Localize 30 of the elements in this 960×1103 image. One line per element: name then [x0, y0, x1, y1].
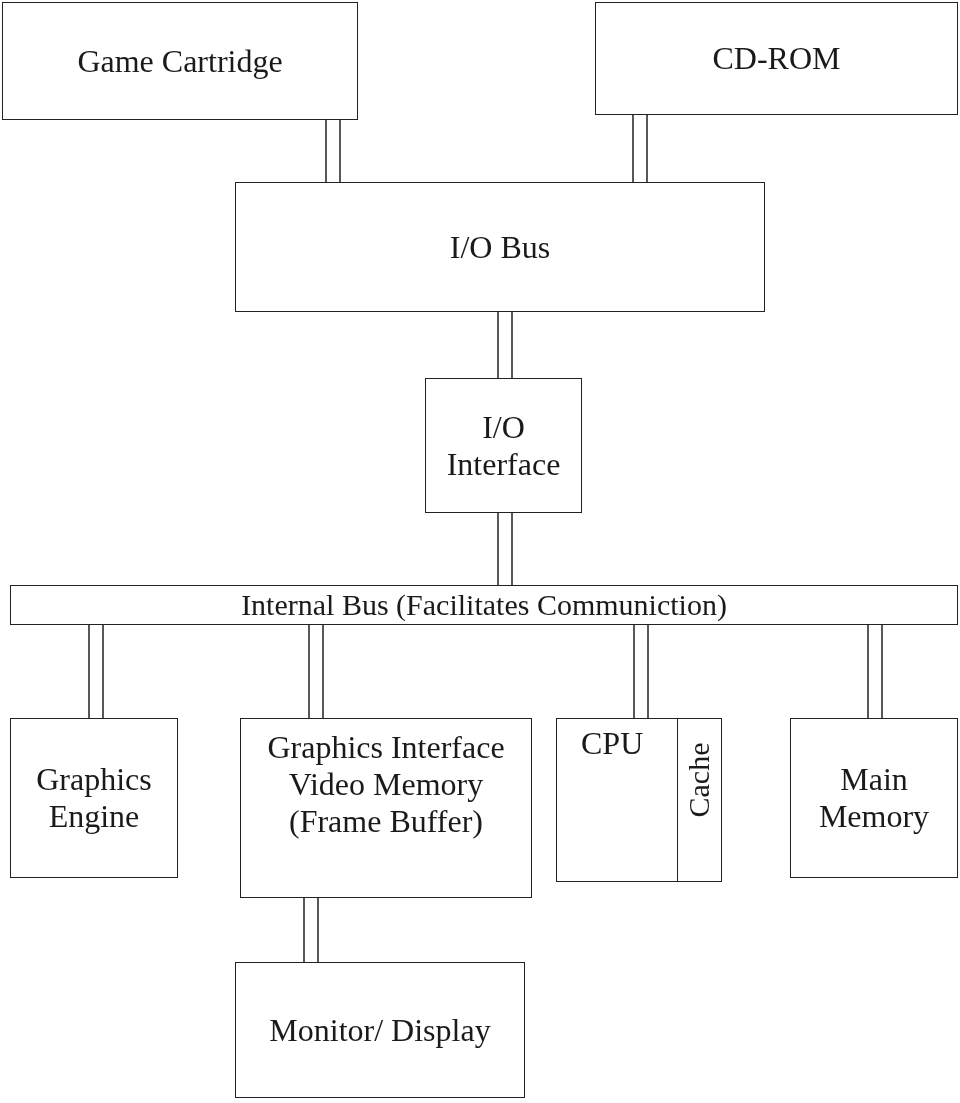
node-label: CD-ROM [711, 40, 842, 77]
component-box [425, 378, 582, 513]
component-box [235, 182, 765, 312]
component-box [235, 962, 525, 1098]
node-label: Game Cartridge [76, 42, 284, 80]
node-label: CPU [580, 725, 645, 762]
node-label: I/O Bus [448, 228, 552, 266]
component-box [790, 718, 958, 878]
node-label: Monitor/ Display [268, 1011, 492, 1049]
double-line-connector [867, 624, 883, 719]
double-line-connector [88, 624, 104, 719]
double-line-connector [497, 311, 513, 379]
component-box [595, 2, 958, 115]
double-line-connector [303, 897, 319, 963]
node-label: Graphics Engine [35, 761, 153, 835]
node-label: I/O Interface [445, 408, 562, 483]
node-label: Main Memory [817, 761, 931, 835]
double-line-connector [632, 114, 648, 183]
component-box [556, 718, 722, 882]
double-line-connector [633, 624, 649, 719]
component-box [10, 718, 178, 878]
double-line-connector [497, 512, 513, 586]
component-box [240, 718, 532, 898]
component-box [2, 2, 358, 120]
double-line-connector [325, 119, 341, 183]
component-box [10, 585, 958, 625]
node-label: Graphics Interface Video Memory (Frame Buffer) [266, 728, 506, 841]
double-line-connector [308, 624, 324, 719]
node-label: Cache [682, 742, 717, 818]
node-label: Internal Bus (Facilitates Communiction) [240, 587, 728, 623]
